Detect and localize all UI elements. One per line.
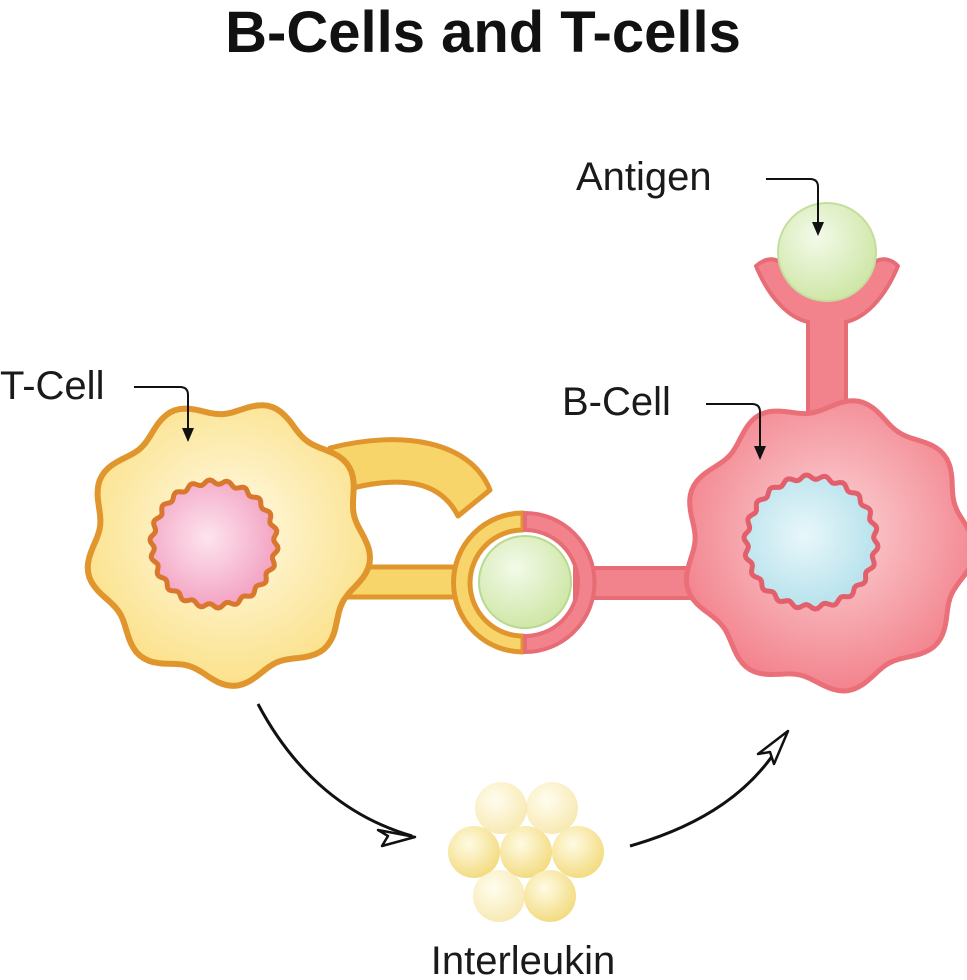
b-cell-callout: B-Cell	[562, 380, 766, 460]
interleukin-cluster	[448, 782, 604, 922]
t-cell-hook-receptor	[327, 437, 493, 519]
interleukin-particle	[552, 826, 604, 878]
interleukin-particle	[475, 782, 527, 834]
b-cell-label: B-Cell	[562, 380, 671, 424]
process-arrow-left	[256, 703, 417, 848]
b-cell-nucleus	[741, 472, 881, 612]
b-cell	[523, 257, 967, 694]
t-cell-callout: T-Cell	[0, 364, 194, 442]
interleukin-particle	[524, 870, 576, 922]
t-cell	[84, 402, 526, 689]
antigen-leader-arrowhead	[812, 222, 824, 236]
t-cell-receptor-cup	[451, 510, 526, 655]
antigen-top	[777, 202, 877, 302]
b-cell-leader-line	[706, 403, 761, 450]
diagram-title: B-Cells and T-cells	[225, 0, 741, 65]
t-cell-label: T-Cell	[0, 364, 104, 408]
interleukin-label: Interleukin	[431, 939, 616, 980]
interleukin-particle	[526, 782, 578, 834]
b-cell-receptor-cup	[523, 511, 597, 654]
interleukin-particle	[448, 826, 500, 878]
b-cell-leader-arrowhead	[754, 446, 766, 460]
antigen-callout: Antigen	[576, 155, 824, 236]
interleukin-particle	[473, 870, 525, 922]
interleukin-particle	[500, 826, 552, 878]
antigen-label: Antigen	[576, 155, 712, 199]
antigen-leader-line	[766, 178, 819, 226]
t-cell-nucleus	[147, 477, 281, 611]
t-cell-leader-arrowhead	[182, 428, 194, 442]
process-arrow-right	[629, 729, 790, 848]
antigen-bound	[478, 535, 572, 629]
t-cell-leader-line	[134, 386, 189, 432]
